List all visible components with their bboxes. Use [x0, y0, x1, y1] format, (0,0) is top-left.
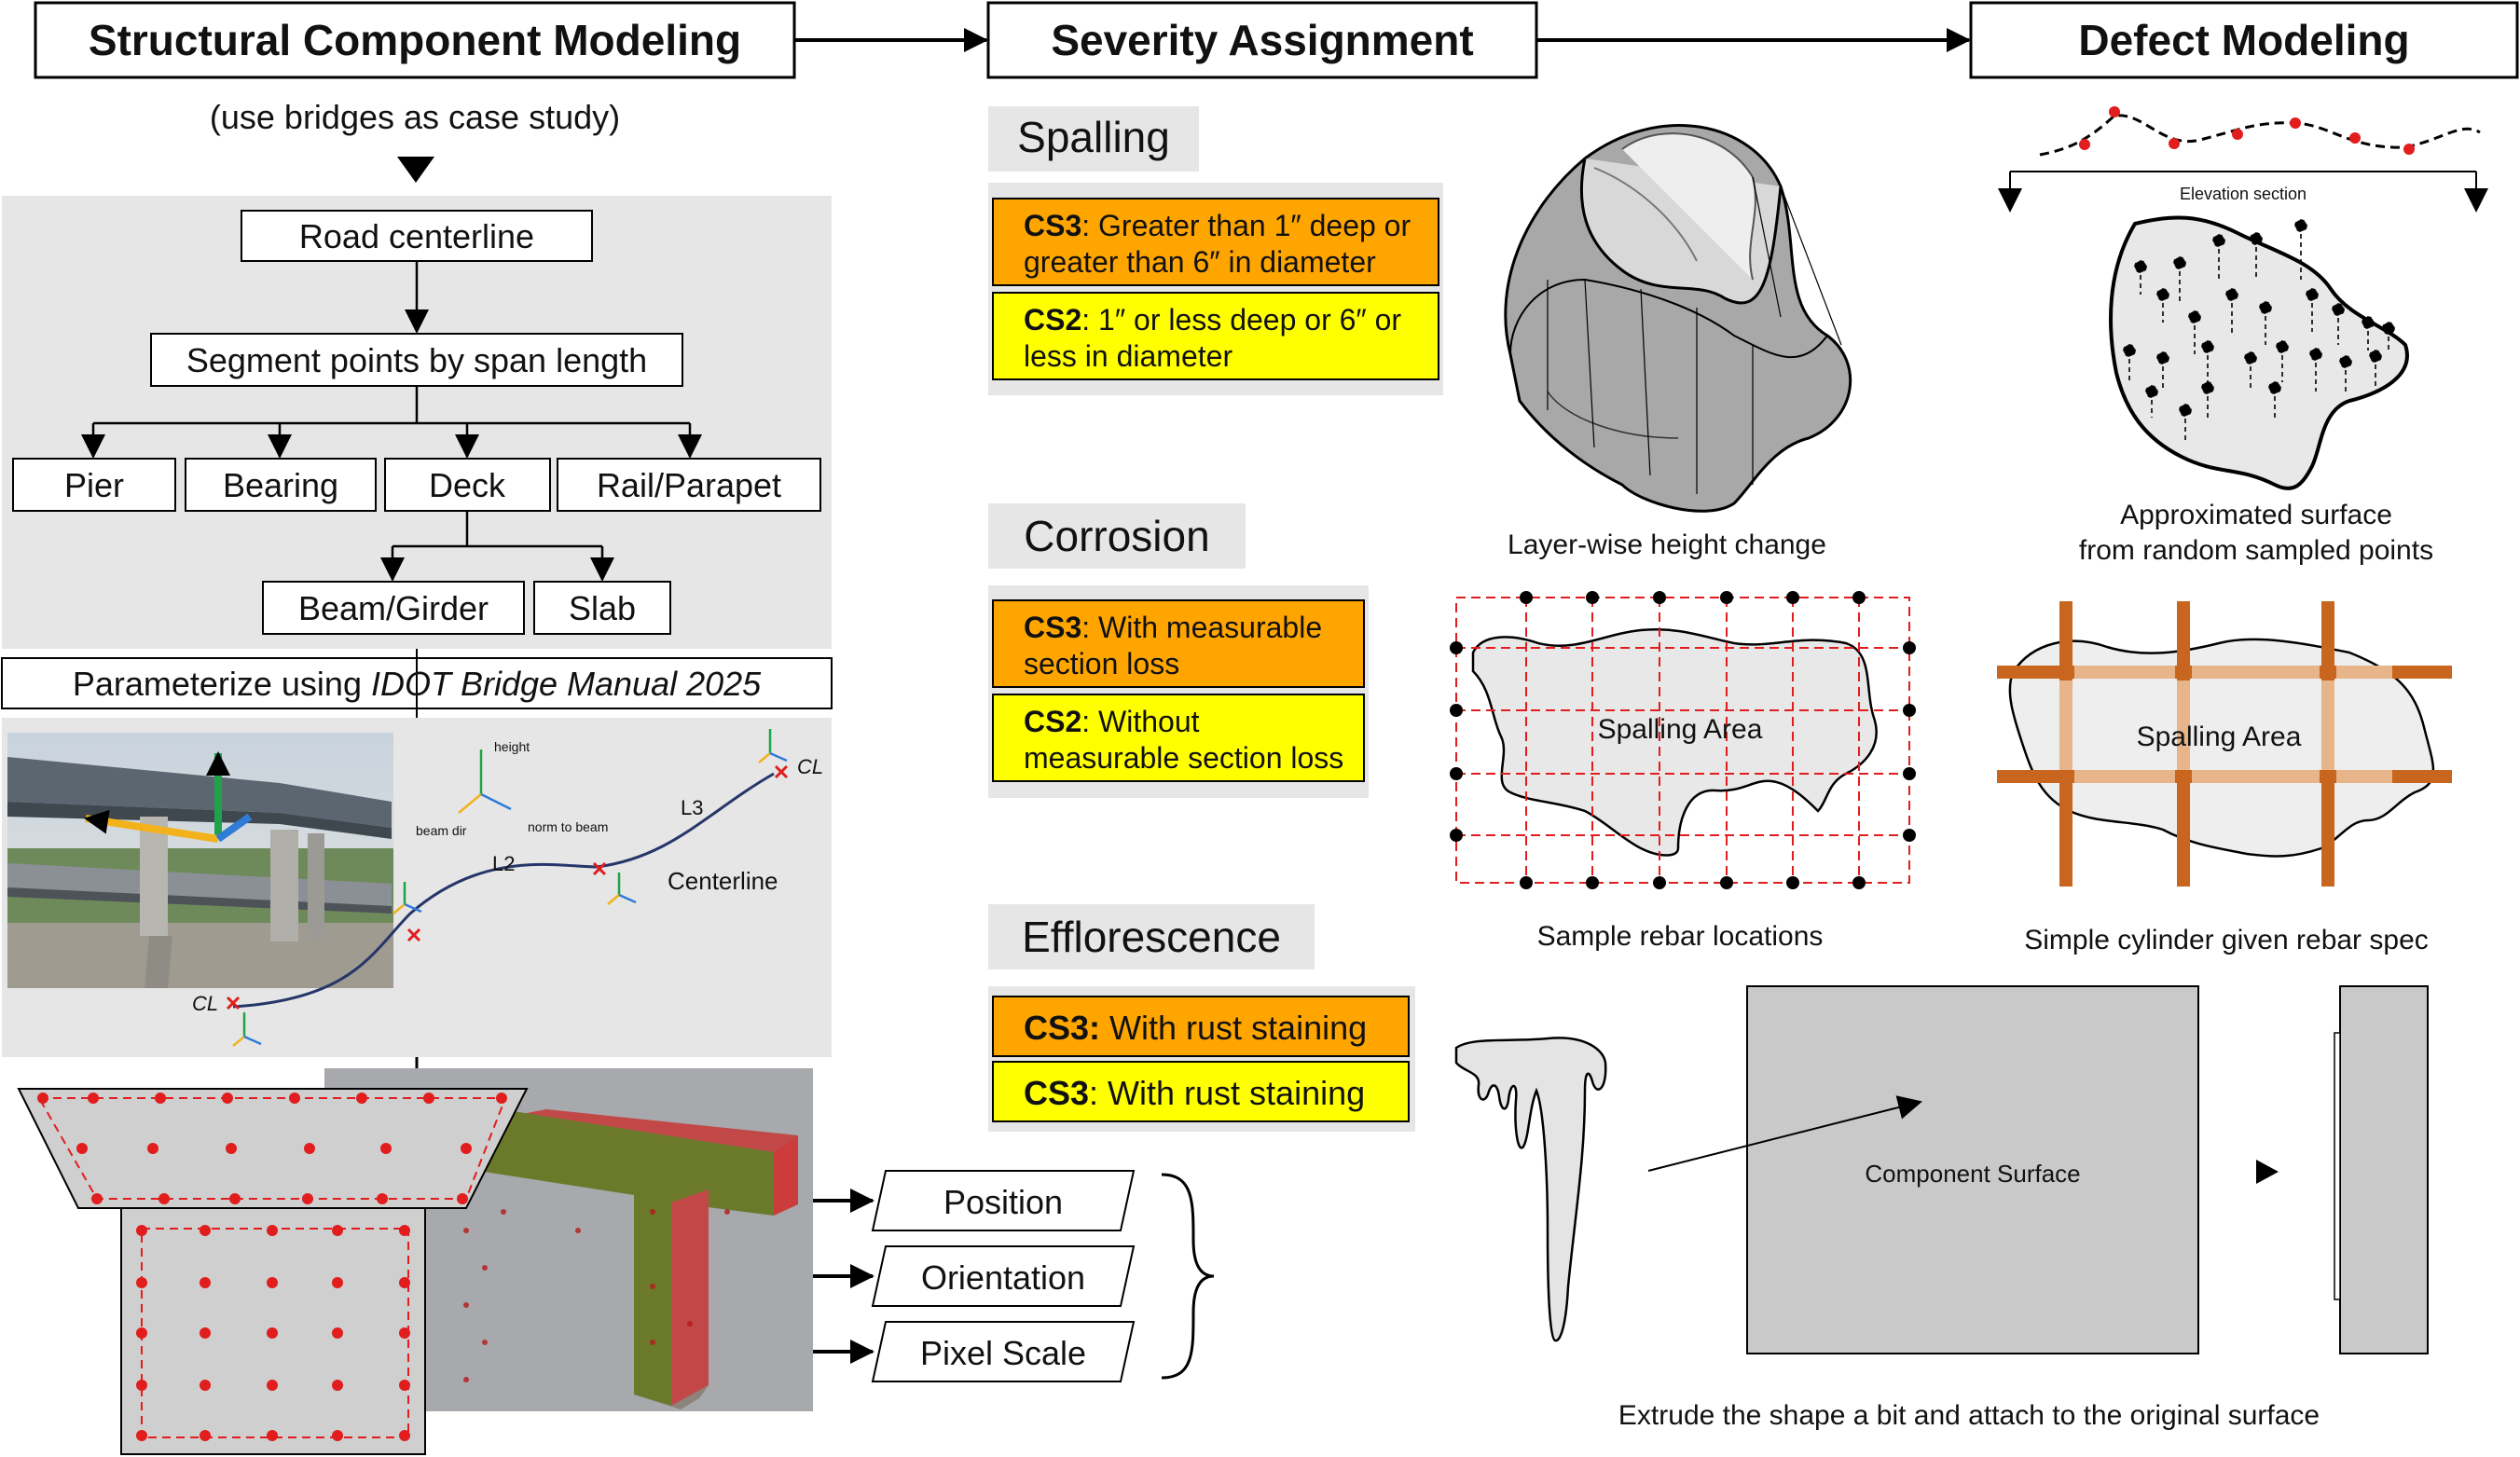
header-structural-label: Structural Component Modeling [89, 16, 741, 64]
tree-node-bearing: Bearing [185, 458, 377, 512]
output-position: Position [871, 1170, 1136, 1231]
spalling-title: Spalling [1017, 113, 1170, 161]
spalling-area-label-cylinder: Spalling Area [2137, 722, 2302, 752]
output-pixel-scale: Pixel Scale [871, 1321, 1136, 1382]
efflorescence-title: Efflorescence [1022, 913, 1281, 961]
svg-text:CS2: 1″ or less deep or 6″ or: CS2: 1″ or less deep or 6″ or [1024, 303, 1401, 337]
svg-text:Segment points by span length: Segment points by span length [186, 341, 647, 379]
span-label-l2: L2 [492, 852, 515, 875]
svg-text:Deck: Deck [429, 466, 506, 504]
svg-text:Pier: Pier [64, 466, 124, 504]
svg-text:measurable section loss: measurable section loss [1024, 741, 1343, 775]
sampled-pin-icon [2123, 219, 2395, 444]
parameterize-box: Parameterize using IDOT Bridge Manual 20… [1, 649, 833, 718]
tree-node-beam: Beam/Girder [262, 581, 525, 635]
tree-node-slab: Slab [533, 581, 671, 635]
centerline-sketch: CL CL L2 L3 Centerline height beam dir n… [192, 729, 823, 1047]
approximated-surface [2109, 215, 2409, 490]
axis-norm-label: norm to beam [528, 819, 608, 834]
header-defect-label: Defect Modeling [2078, 16, 2409, 64]
svg-text:greater than 6″ in diameter: greater than 6″ in diameter [1024, 245, 1376, 279]
svg-text:CS3: With rust staining: CS3: With rust staining [1024, 1074, 1365, 1112]
svg-text:less in diameter: less in diameter [1024, 339, 1232, 373]
severity-corrosion: Corrosion CS3: With measurable section l… [988, 503, 1369, 798]
cl-label-left: CL [192, 992, 218, 1015]
extruded-side-view [2334, 985, 2429, 1354]
svg-text:Road centerline: Road centerline [299, 217, 534, 255]
svg-text:CS3: With rust staining: CS3: With rust staining [1024, 1009, 1367, 1047]
svg-text:Rail/Parapet: Rail/Parapet [597, 466, 781, 504]
tree-node-segment: Segment points by span length [150, 333, 683, 387]
down-triangle-icon [397, 157, 434, 183]
header-severity-label: Severity Assignment [1051, 16, 1473, 64]
svg-text:CS3: With measurable: CS3: With measurable [1024, 611, 1322, 644]
tree-node-road-centerline: Road centerline [241, 210, 593, 262]
output-brace [1161, 1173, 1215, 1380]
span-label-l3: L3 [681, 796, 703, 819]
efflorescence-drip-shape [1454, 1037, 1607, 1342]
cross-section-diagram [17, 1088, 730, 1455]
tree-node-rail: Rail/Parapet [557, 458, 821, 512]
component-surface-label: Component Surface [1865, 1160, 2080, 1188]
rebar-end-icon [1450, 591, 1916, 889]
play-arrow-icon [2256, 1160, 2279, 1184]
header-severity: Severity Assignment [986, 1, 1538, 79]
svg-text:section loss: section loss [1024, 647, 1179, 680]
approx-caption-line1: Approximated surface [2120, 500, 2392, 530]
severity-spalling: Spalling CS3: Greater than 1″ deep or gr… [988, 106, 1443, 395]
span-marker-icon [226, 764, 789, 1010]
layered-spalling-shape [1504, 123, 1852, 513]
bridge-photo [7, 733, 393, 988]
svg-text:Position: Position [943, 1183, 1063, 1221]
svg-text:Pixel Scale: Pixel Scale [920, 1334, 1086, 1372]
corrosion-title: Corrosion [1024, 512, 1209, 560]
component-surface-diagram: Component Surface [1647, 985, 2199, 1354]
svg-text:Slab: Slab [569, 589, 636, 627]
extrude-caption: Extrude the shape a bit and attach to th… [1618, 1400, 2320, 1431]
rebar-point-icon [37, 1093, 507, 1441]
rebar-caption: Sample rebar locations [1537, 921, 1824, 952]
cylinder-rebar-diagram: Spalling Area [1997, 601, 2452, 887]
svg-text:Bearing: Bearing [223, 466, 338, 504]
severity-efflorescence: Efflorescence CS3: With rust staining CS… [988, 904, 1415, 1132]
svg-text:CS2: Without: CS2: Without [1024, 705, 1200, 738]
case-study-note: (use bridges as case study) [210, 98, 620, 136]
cl-label-right: CL [797, 755, 823, 778]
centerline-label: Centerline [668, 867, 778, 895]
svg-text:Beam/Girder: Beam/Girder [298, 589, 489, 627]
header-defect: Defect Modeling [1969, 1, 2519, 79]
tree-node-deck: Deck [384, 458, 551, 512]
svg-text:CS3: Greater than 1″ deep or: CS3: Greater than 1″ deep or [1024, 209, 1411, 242]
parameterize-label: Parameterize using IDOT Bridge Manual 20… [73, 665, 762, 703]
axis-height-label: height [494, 739, 530, 754]
header-structural: Structural Component Modeling [34, 1, 796, 79]
output-orientation: Orientation [871, 1245, 1136, 1307]
layer-caption: Layer-wise height change [1508, 529, 1826, 560]
rebar-grid-diagram: Spalling Area [1450, 591, 1916, 889]
spalling-area-label-grid: Spalling Area [1598, 714, 1763, 745]
axes-legend-icon: height beam dir norm to beam [416, 739, 608, 838]
tree-node-pier: Pier [12, 458, 176, 512]
cylinder-caption: Simple cylinder given rebar spec [2024, 925, 2429, 955]
elevation-section: Elevation section [1998, 106, 2488, 213]
sample-point-icon [2079, 106, 2415, 155]
elevation-section-label: Elevation section [2180, 185, 2307, 203]
svg-text:Orientation: Orientation [921, 1258, 1085, 1297]
axis-beam-dir-label: beam dir [416, 823, 467, 838]
approx-caption-line2: from random sampled points [2079, 535, 2433, 566]
axis-triad-icon [232, 729, 788, 1047]
